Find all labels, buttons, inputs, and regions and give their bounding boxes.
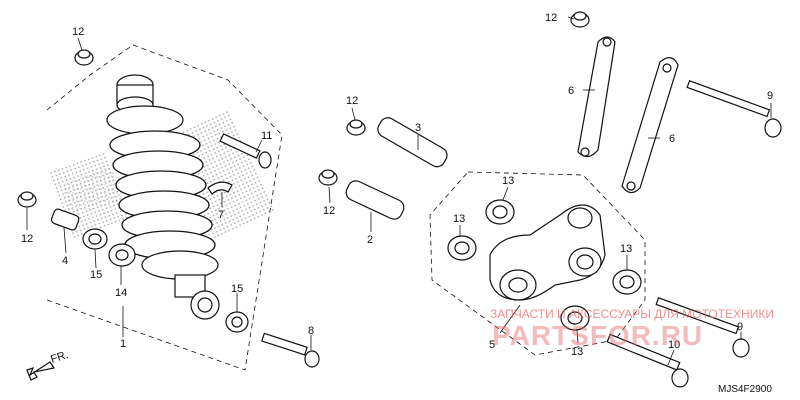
clip-part xyxy=(207,181,233,195)
bearing-13-top xyxy=(485,199,515,225)
nut-12-mid xyxy=(318,169,338,186)
callout-2: 2 xyxy=(367,234,373,246)
callout-12-top-left: 12 xyxy=(72,26,84,38)
link-plate-6-left xyxy=(577,36,616,158)
collar-4 xyxy=(50,208,80,231)
direction-label: FR. xyxy=(49,349,70,366)
callout-12-mid-top: 12 xyxy=(346,95,358,107)
callout-11: 11 xyxy=(261,130,272,142)
watermark-tagline: ЗАПЧАСТИ И АКСЕССУАРЫ ДЛЯ МОТОТЕХНИКИ xyxy=(490,307,774,321)
shock-absorber xyxy=(106,74,220,320)
nut-12-mid-top xyxy=(346,119,366,136)
nut-12-right-top xyxy=(570,11,590,28)
link-plate-6-right xyxy=(621,57,679,194)
callout-5: 5 xyxy=(489,339,495,351)
callout-9-top: 9 xyxy=(767,90,773,102)
seal-15-right xyxy=(225,311,249,333)
callout-13-right: 13 xyxy=(620,243,632,255)
bolt-11 xyxy=(219,133,272,169)
callout-12-left: 12 xyxy=(21,233,33,245)
bearing-13-bottom xyxy=(560,305,590,331)
callout-1: 1 xyxy=(120,338,126,350)
bearing-14 xyxy=(108,243,136,267)
callout-8: 8 xyxy=(308,325,314,337)
callout-10: 10 xyxy=(668,339,680,351)
shock-group-outline xyxy=(46,44,283,371)
nut-12-top-left xyxy=(74,49,94,66)
seal-15-left xyxy=(82,228,108,250)
callout-labels: 12 12 11 7 4 15 14 15 1 8 12 3 12 2 12 6… xyxy=(21,12,773,358)
callout-6-right: 6 xyxy=(669,133,675,145)
callout-6-left: 6 xyxy=(568,85,574,97)
leader-lines xyxy=(26,16,772,366)
callout-13-top: 13 xyxy=(502,175,514,187)
callout-4: 4 xyxy=(62,255,68,267)
nut-12-left xyxy=(17,191,37,208)
bolt-8 xyxy=(261,332,320,368)
bolt-9-top xyxy=(686,80,782,138)
bearing-13-left xyxy=(447,235,477,261)
callout-15-right: 15 xyxy=(231,283,243,295)
callout-13-bottom: 13 xyxy=(571,346,583,358)
callout-9-bottom: 9 xyxy=(737,321,743,333)
watermark-logo-text: PARTSFOR.RU xyxy=(492,320,703,351)
callout-12-mid: 12 xyxy=(323,205,335,217)
linkage-group-outline xyxy=(429,171,646,356)
callout-7: 7 xyxy=(218,209,224,221)
bearing-13-right xyxy=(612,269,642,295)
front-arrow-icon xyxy=(26,361,55,381)
linkage-arm-5 xyxy=(489,204,606,301)
callout-15-left: 15 xyxy=(90,269,102,281)
collar-3 xyxy=(377,117,448,168)
callout-14: 14 xyxy=(115,287,127,299)
bolt-10 xyxy=(606,333,689,388)
collar-2 xyxy=(345,180,405,220)
diagram-code: MJS4F2900 xyxy=(718,384,772,395)
callout-12-right-top: 12 xyxy=(545,12,557,24)
callout-3: 3 xyxy=(415,122,421,134)
bolt-9-bottom xyxy=(655,297,750,358)
callout-13-left: 13 xyxy=(453,213,465,225)
